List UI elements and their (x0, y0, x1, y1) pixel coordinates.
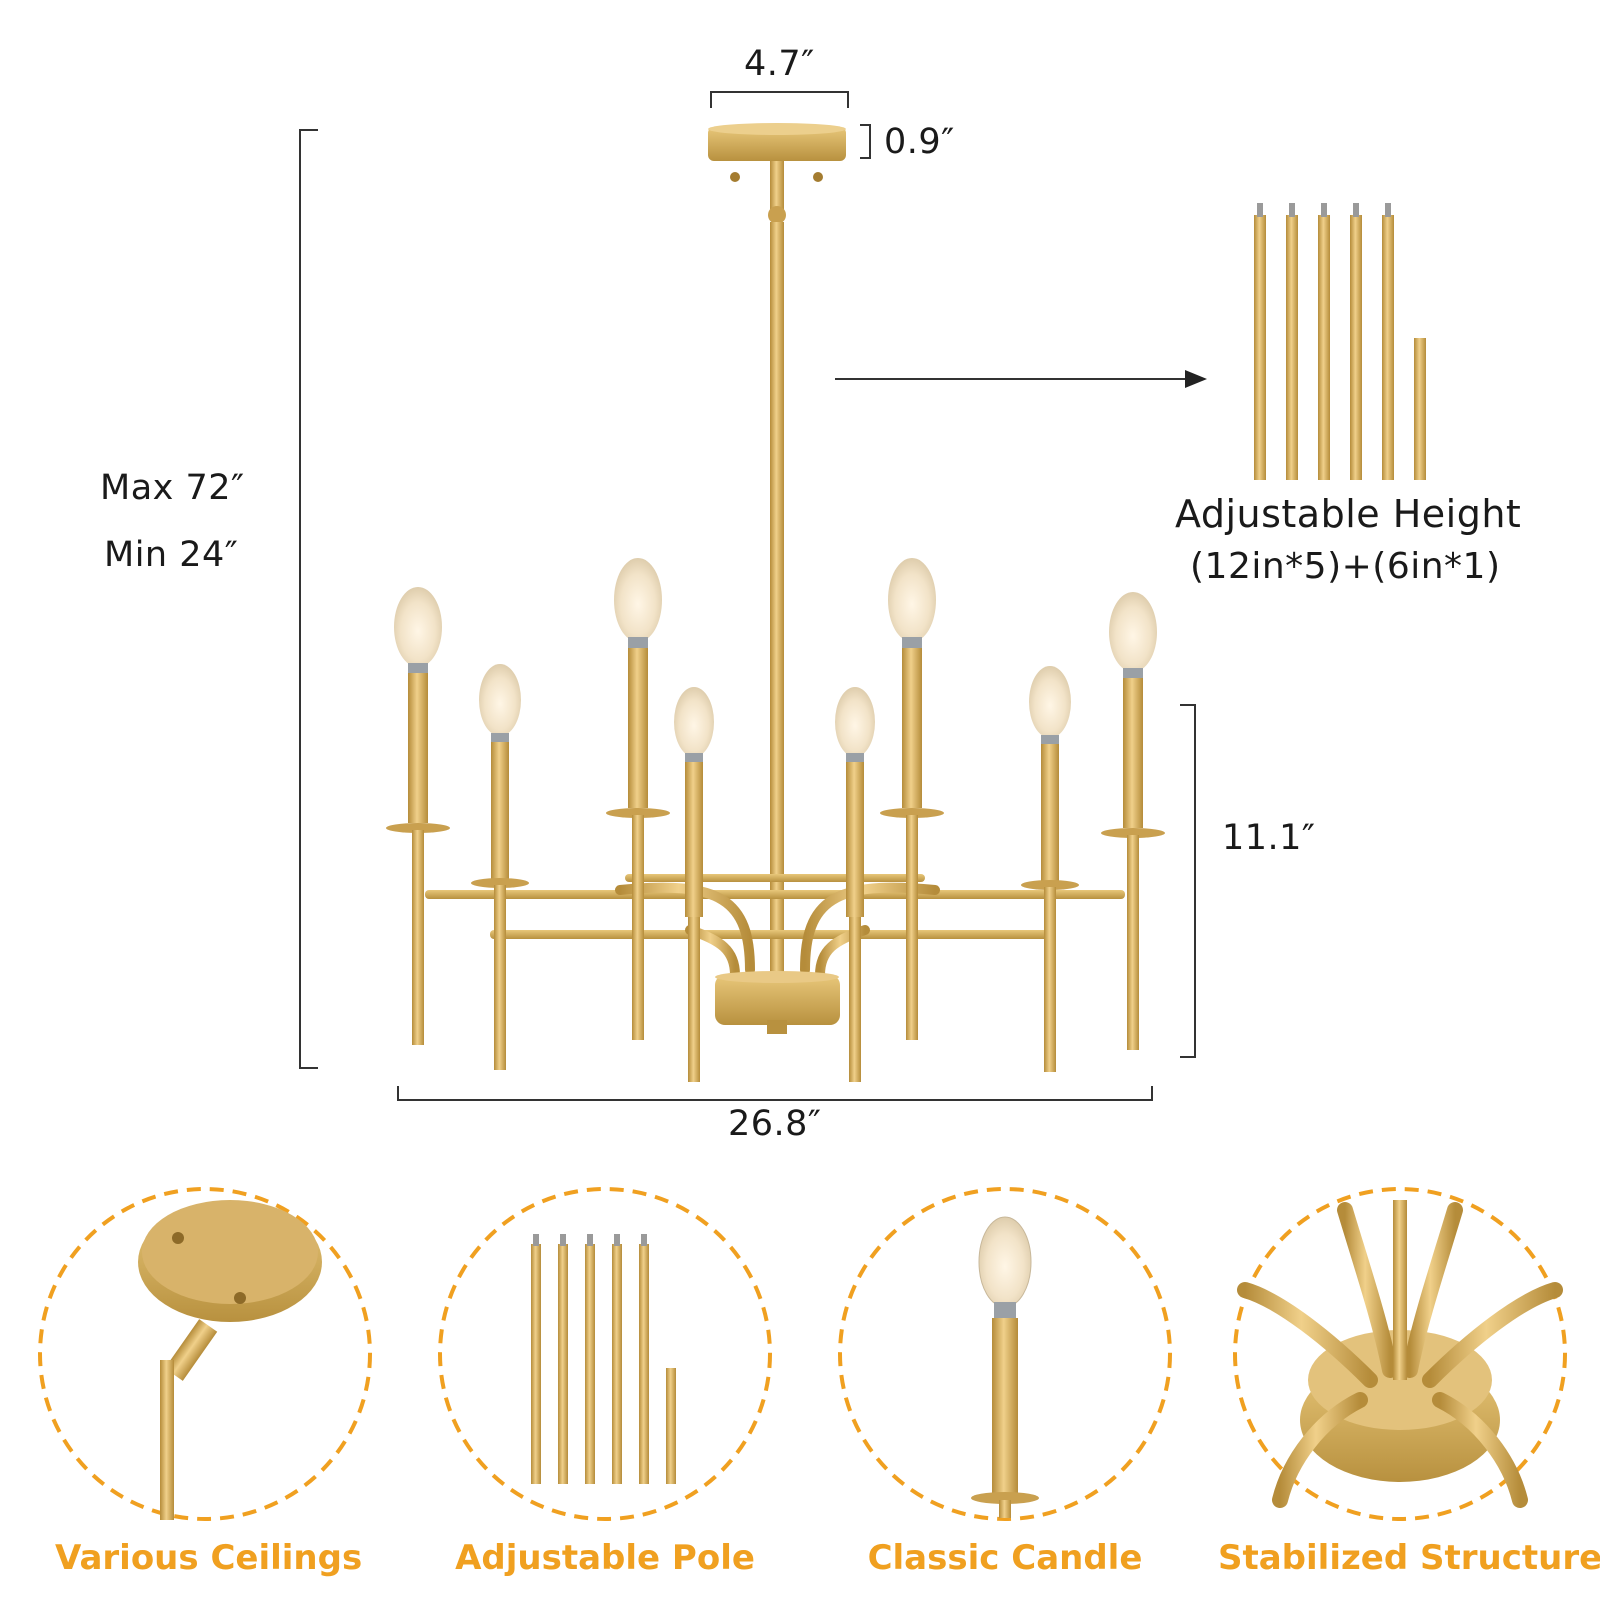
candle-arm-2 (471, 664, 529, 1070)
candle-arm-1 (386, 587, 450, 1045)
candle-arm-5 (835, 687, 875, 1082)
feature-label-stabilized-structure: Stabilized Structure (1218, 1538, 1600, 1578)
feature-candle-image (971, 1216, 1039, 1518)
chandelier (386, 123, 1165, 1082)
feature-label-adjustable-pole: Adjustable Pole (455, 1538, 755, 1578)
candle-arm-7 (1021, 666, 1079, 1072)
adjustable-height-title: Adjustable Height (1175, 492, 1522, 536)
arrow-head-icon (1185, 370, 1207, 388)
feature-label-classic-candle: Classic Candle (867, 1538, 1143, 1578)
dimension-lines (299, 91, 1196, 1101)
max-height-label: Max 72″ (100, 468, 245, 508)
feature-label-various-ceilings: Various Ceilings (55, 1538, 363, 1578)
candle-arm-3 (606, 558, 670, 1040)
canopy-height-label: 0.9″ (884, 122, 955, 162)
candle-arm-4 (674, 687, 714, 1082)
extension-rods (1254, 203, 1426, 480)
canopy-width-label: 4.7″ (744, 44, 815, 84)
body-height-label: 11.1″ (1222, 818, 1316, 858)
feature-ceiling-image (138, 1200, 322, 1520)
feature-structure-image (1237, 1200, 1563, 1508)
adjustable-height-detail: (12in*5)+(6in*1) (1190, 546, 1501, 587)
candle-arm-8 (1101, 592, 1165, 1050)
candle-arm-6 (880, 558, 944, 1040)
total-width-label: 26.8″ (728, 1104, 822, 1144)
feature-pole-image (531, 1234, 676, 1484)
min-height-label: Min 24″ (104, 535, 239, 575)
